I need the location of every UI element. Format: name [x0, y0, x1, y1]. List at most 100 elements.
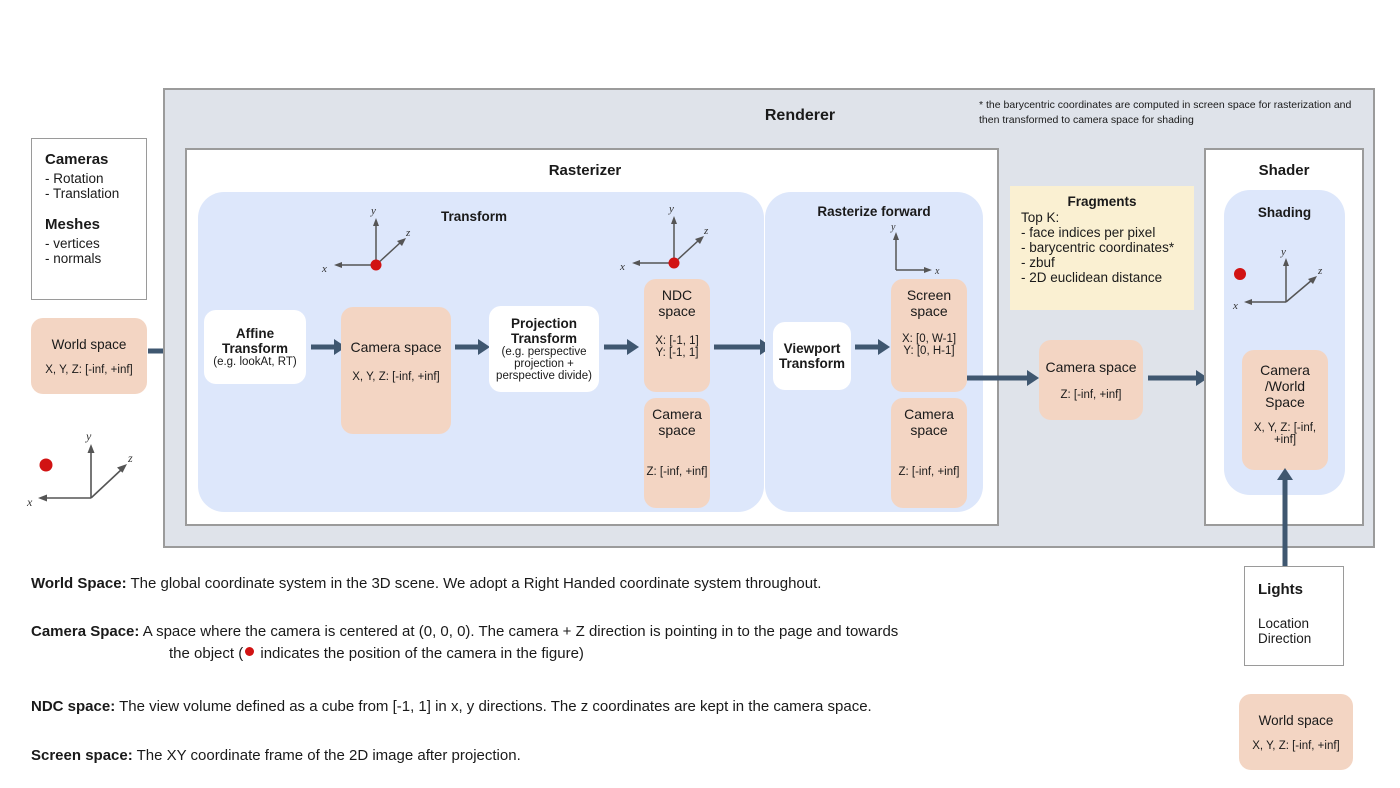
mid-camera-space-title: Camera space [1045, 359, 1137, 375]
desc-term-screen-space: Screen space: [31, 747, 133, 764]
description-ndc-space: NDC space: The view volume defined as a … [31, 697, 1131, 717]
renderer-title: Renderer [764, 107, 836, 124]
description-screen-space: Screen space: The XY coordinate frame of… [31, 746, 1131, 766]
transform-camera-space-z-box: Camera space Z: [-inf, +inf] [644, 398, 710, 508]
lights-world-space-range: X, Y, Z: [-inf, +inf] [1252, 739, 1340, 752]
projection-transform-note-2: projection + [514, 358, 574, 370]
screen-space-title-2: space [910, 303, 948, 319]
desc-term-camera-space: Camera Space: [31, 623, 140, 640]
svg-text:x: x [321, 263, 327, 275]
transform-camera-space-z-title-1: Camera [652, 406, 702, 422]
ndc-space-box: NDC space X: [-1, 1] Y: [-1, 1] [644, 279, 710, 392]
viewport-transform-title-1: Viewport [783, 341, 841, 356]
world-space-input-box: World space X, Y, Z: [-inf, +inf] [31, 318, 147, 394]
projection-transform-box: Projection Transform (e.g. perspective p… [489, 306, 599, 392]
transform-camera-space-box: Camera space X, Y, Z: [-inf, +inf] [341, 307, 451, 434]
fragments-item-barycentric: - barycentric coordinates* [1021, 240, 1175, 255]
description-camera-space: Camera Space: A space where the camera i… [31, 622, 1131, 665]
desc-term-world-space: World Space: [31, 575, 127, 592]
mid-camera-space-range: Z: [-inf, +inf] [1060, 389, 1122, 401]
world-axes-figure: y x z [18, 420, 148, 512]
world-space-input-range: X, Y, Z: [-inf, +inf] [45, 363, 133, 376]
fragments-title: Fragments [1067, 194, 1137, 209]
projection-transform-title-1: Projection [510, 316, 577, 331]
svg-text:x: x [934, 266, 940, 277]
svg-text:z: z [1317, 265, 1323, 277]
description-world-space: World Space: The global coordinate syste… [31, 574, 1131, 594]
transform-axes-figure: y x z [318, 200, 418, 282]
svg-text:z: z [703, 225, 709, 237]
screen-space-range-y: Y: [0, H-1] [903, 345, 955, 357]
affine-transform-title-1: Affine [235, 326, 275, 341]
fragments-item-face-indices: - face indices per pixel [1021, 225, 1156, 240]
meshes-item-vertices: - vertices [45, 236, 100, 251]
ndc-space-range-x: X: [-1, 1] [655, 335, 699, 347]
viewport-transform-box: Viewport Transform [773, 322, 851, 390]
transform-camera-space-title: Camera space [350, 339, 442, 355]
svg-text:x: x [1232, 300, 1238, 312]
svg-text:y: y [668, 203, 674, 215]
projection-transform-note-3: perspective divide) [496, 370, 592, 382]
cameras-item-rotation: - Rotation [45, 171, 104, 186]
world-space-input-title: World space [51, 336, 127, 352]
camera-world-range: X, Y, Z: [-inf, +inf] [1253, 422, 1317, 446]
mid-camera-space-box: Camera space Z: [-inf, +inf] [1039, 340, 1143, 420]
transform-camera-space-z-title-2: space [658, 422, 696, 438]
desc-text-screen-space: The XY coordinate frame of the 2D image … [136, 747, 521, 764]
camera-world-space-box: Camera /World Space X, Y, Z: [-inf, +inf… [1242, 350, 1328, 470]
screen-space-range-x: X: [0, W-1] [901, 333, 957, 345]
affine-transform-title-2: Transform [221, 341, 289, 356]
lights-world-space-title: World space [1258, 712, 1334, 728]
ndc-space-range-y: Y: [-1, 1] [655, 347, 699, 359]
camera-world-line-1: Camera [1260, 362, 1310, 378]
transform-title: Transform [440, 209, 508, 224]
ndc-space-title-1: NDC [661, 287, 693, 303]
svg-text:y: y [370, 205, 376, 217]
meshes-item-normals: - normals [45, 251, 102, 266]
svg-text:x: x [26, 495, 33, 509]
meshes-title: Meshes [45, 216, 101, 233]
svg-text:y: y [85, 429, 92, 443]
camera-world-line-2: /World [1264, 378, 1306, 394]
desc-term-ndc-space: NDC space: [31, 698, 116, 715]
rf-camera-space-z-range: Z: [-inf, +inf] [898, 466, 960, 478]
rasterizer-title: Rasterizer [548, 162, 622, 179]
projection-transform-note-1: (e.g. perspective [501, 346, 587, 358]
affine-transform-box: Affine Transform (e.g. lookAt, RT) [204, 310, 306, 384]
cameras-item-translation: - Translation [45, 186, 120, 201]
fragments-item-euclidean: - 2D euclidean distance [1021, 270, 1163, 285]
svg-text:y: y [890, 222, 896, 233]
transform-camera-space-z-range: Z: [-inf, +inf] [646, 466, 708, 478]
rf-camera-space-z-title-1: Camera [904, 406, 954, 422]
lights-world-space-box: World space X, Y, Z: [-inf, +inf] [1239, 694, 1353, 770]
shader-title: Shader [1258, 162, 1310, 179]
fragments-item-zbuf: - zbuf [1021, 255, 1055, 270]
affine-transform-note: (e.g. lookAt, RT) [213, 356, 297, 368]
ndc-axes-figure: y x z [616, 198, 716, 280]
renderer-footnote: * the barycentric coordinates are comput… [979, 99, 1352, 127]
screen-axes-figure: y x [878, 222, 958, 282]
rasterize-forward-title: Rasterize forward [817, 204, 931, 219]
rasterize-forward-camera-space-z-box: Camera space Z: [-inf, +inf] [891, 398, 967, 508]
desc-text-ndc-space: The view volume defined as a cube from [… [119, 698, 872, 715]
shading-title: Shading [1257, 205, 1312, 220]
svg-text:z: z [127, 451, 133, 465]
svg-text:z: z [405, 227, 411, 239]
desc-text-camera-space: A space where the camera is centered at … [142, 623, 899, 640]
camera-dot-icon [245, 647, 255, 657]
lights-item-location: Location [1258, 616, 1310, 631]
svg-text:y: y [1280, 246, 1286, 258]
rf-camera-space-z-title-2: space [910, 422, 948, 438]
lights-title: Lights [1258, 581, 1303, 598]
transform-camera-space-range: X, Y, Z: [-inf, +inf] [352, 371, 440, 383]
ndc-space-title-2: space [658, 303, 696, 319]
screen-space-title-1: Screen [906, 287, 952, 303]
screen-space-box: Screen space X: [0, W-1] Y: [0, H-1] [891, 279, 967, 392]
lights-box: Lights Location Direction [1244, 566, 1344, 666]
fragments-lead: Top K: [1021, 210, 1060, 225]
desc-camera-space-line2-a: the object ( [169, 645, 244, 663]
shading-axes-figure: y x z [1224, 240, 1344, 318]
desc-camera-space-line2-b: indicates the position of the camera in … [256, 645, 584, 663]
cameras-title: Cameras [45, 151, 109, 168]
svg-text:x: x [619, 261, 625, 273]
